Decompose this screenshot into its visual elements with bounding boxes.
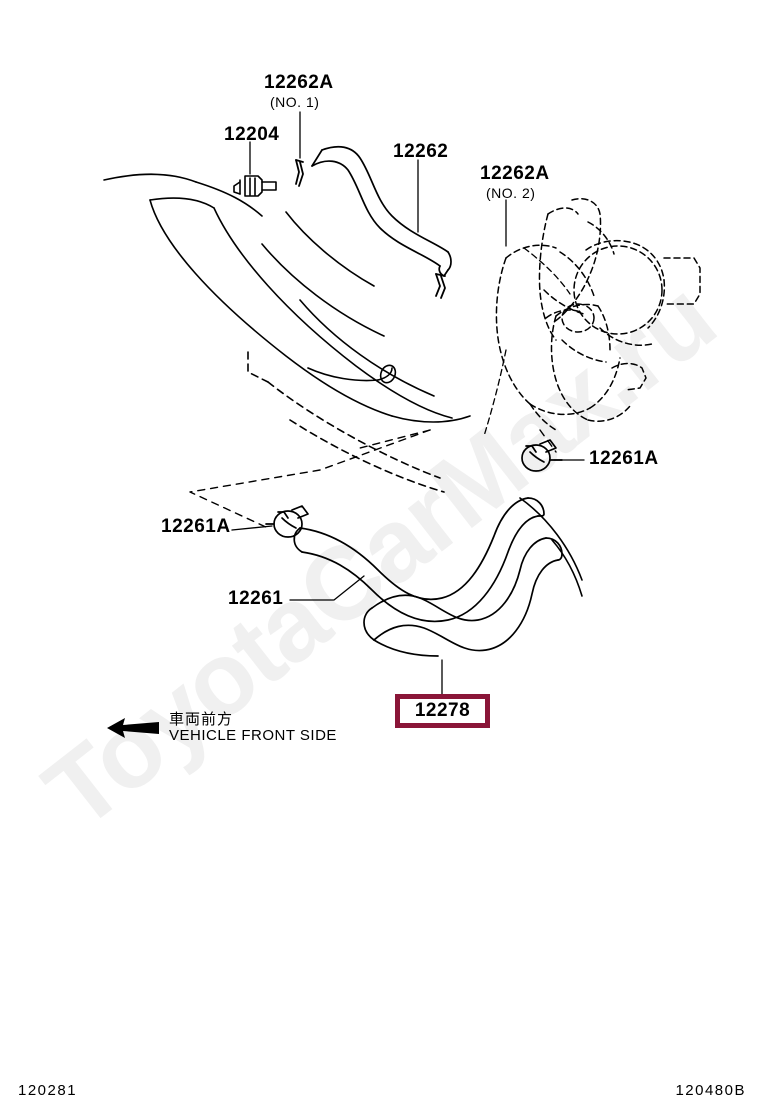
head-lower-skirt	[247, 351, 445, 493]
engine-side-arc	[519, 497, 583, 597]
water-hose-12261	[293, 497, 545, 623]
pcv-valve-12204	[233, 175, 277, 197]
water-hose-12278	[363, 537, 563, 657]
phantom-leader-lines	[483, 247, 571, 437]
highlighted-part-box[interactable]: 12278	[395, 694, 490, 728]
part-label-12261a-left[interactable]: 12261A	[161, 516, 231, 537]
part-label-12261[interactable]: 12261	[228, 588, 284, 609]
leader-lines	[231, 111, 585, 695]
part-sublabel-12262a-no1: (NO. 1)	[270, 94, 320, 110]
front-side-text-block: 車両前方 VEHICLE FRONT SIDE	[169, 710, 337, 744]
front-side-label-japanese: 車両前方	[169, 710, 234, 728]
hose-clip-12262a-no2	[435, 273, 446, 299]
part-label-12262[interactable]: 12262	[393, 141, 449, 162]
water-outlet-stub	[307, 364, 397, 384]
part-label-12261a-right[interactable]: 12261A	[589, 448, 659, 469]
part-label-12204[interactable]: 12204	[224, 124, 280, 145]
hose-clip-12262a-no1	[295, 159, 304, 187]
highlighted-part-number: 12278	[414, 700, 471, 721]
hose-clamp-12261a-left	[265, 505, 309, 538]
front-side-label-english: VEHICLE FRONT SIDE	[169, 726, 337, 744]
footer-code-right: 120480B	[675, 1082, 746, 1099]
vehicle-front-side-note: 車両前方 VEHICLE FRONT SIDE	[105, 710, 337, 744]
hose-clamp-12261a-right	[521, 439, 563, 472]
part-label-12262a-no2[interactable]: 12262A	[480, 163, 550, 184]
ventilation-hose-12262	[311, 145, 452, 277]
footer-code-left: 120281	[18, 1082, 78, 1099]
intake-runners	[261, 211, 435, 397]
cylinder-head-cover-outline	[103, 173, 471, 423]
part-sublabel-12262a-no2: (NO. 2)	[486, 185, 536, 201]
front-direction-arrow-icon	[105, 715, 161, 741]
part-label-12262a-no1[interactable]: 12262A	[264, 72, 334, 93]
throttle-body-assembly	[495, 198, 701, 431]
